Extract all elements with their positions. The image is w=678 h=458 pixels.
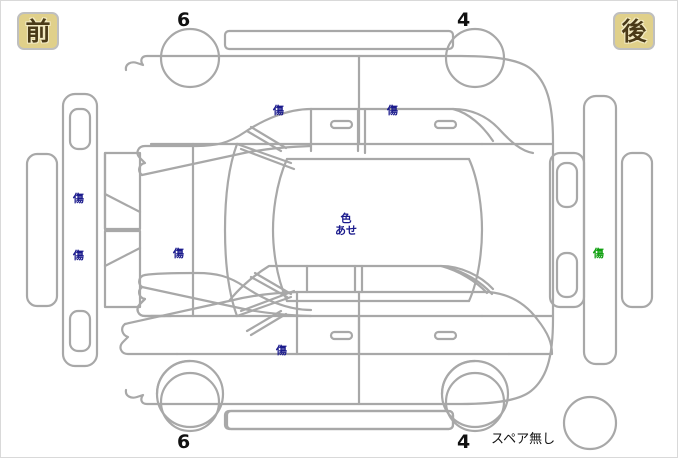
damage-mark-top-left-door: 傷 (273, 104, 284, 117)
damage-mark-front-view-lower: 傷 (73, 249, 84, 262)
damage-mark-bottom-side-door: 傷 (276, 344, 287, 357)
damage-mark-side-front-door: 傷 (173, 247, 184, 260)
damage-mark-roof-fading: 色 あせ (335, 212, 357, 237)
damage-mark-rear-view: 傷 (593, 247, 604, 260)
spare-tire-label: スペア無し (491, 432, 556, 447)
tire-grade-rear-left: 6 (177, 431, 191, 453)
damage-mark-front-view-upper: 傷 (73, 192, 84, 205)
top-view-door-handles (329, 119, 458, 341)
front-badge: 前 (17, 12, 59, 50)
side-view-lower (136, 271, 313, 337)
top-view-body (124, 54, 555, 406)
damage-mark-top-right-door: 傷 (387, 104, 398, 117)
top-view-cabin (271, 157, 484, 303)
tire-grade-front-right: 4 (457, 9, 471, 31)
rear-view (548, 94, 654, 366)
side-view-bottom (119, 264, 554, 431)
tire-grade-rear-right: 4 (457, 431, 471, 453)
tire-grade-front-left: 6 (177, 9, 191, 31)
spare-tire (562, 395, 618, 451)
rear-badge: 後 (613, 12, 655, 50)
side-view-upper (136, 107, 535, 177)
top-view-wheels (159, 27, 506, 433)
front-view (25, 92, 142, 368)
